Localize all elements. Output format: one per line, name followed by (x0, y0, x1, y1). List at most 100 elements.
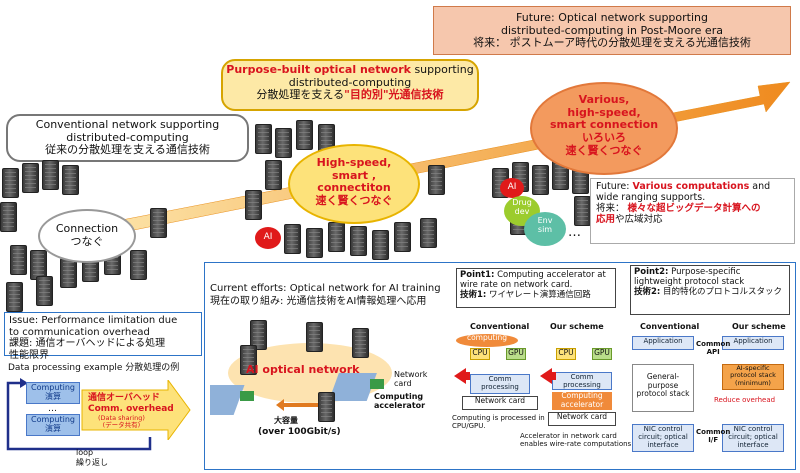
point1-text: Computing accelerator at wire rate on ne… (460, 270, 606, 290)
purpose-built-line2: distributed-computing (288, 75, 412, 89)
point2-box: Point2: Purpose-specific lightweight pro… (630, 265, 790, 315)
connection-jp: つなぐ (70, 234, 104, 248)
purpose-built-box: Purpose-built optical network supporting… (221, 59, 479, 111)
fc-l3-bold: 様々な超ビッグデータ計算への (627, 202, 761, 214)
loop-en: loop (76, 448, 94, 457)
high-speed-line3: connectiton (317, 181, 391, 195)
scheme1-conventional-label: Conventional (470, 322, 530, 331)
scheme2-nic-2: NIC control circuit; optical interface (722, 424, 784, 452)
current-efforts-en: Current efforts: Optical network for AI … (210, 283, 441, 294)
scheme2-nic-1: NIC control circuit; optical interface (632, 424, 694, 452)
connection-oval: Connection つなぐ (38, 209, 136, 263)
loop-arrow (6, 378, 152, 451)
data-processing-title: Data processing example 分散処理の例 (8, 363, 180, 373)
fc-l2: wide ranging supports. (596, 191, 706, 203)
high-speed-line4: 速く賢くつなぐ (315, 193, 393, 207)
purpose-built-rest: supporting (410, 63, 474, 76)
overhead-en: Comm. overhead (88, 404, 174, 414)
point2-title: Point2: (634, 267, 669, 277)
scheme1-our-label: Our scheme (550, 322, 604, 331)
point1-title: Point1: (460, 270, 495, 280)
scheme1-network-card-2: Network card (548, 412, 616, 426)
fc-l1-bold: Various computations (632, 181, 750, 192)
data-sharing: (Data sharing) (データ共有) (98, 414, 145, 430)
loop-jp: 繰り返し (76, 458, 108, 467)
fc-l3-plain: 将来： (596, 202, 628, 214)
issue-l4: 性能限界 (9, 349, 49, 361)
future-line3: 将来： ポストムーア時代の分散処理を支える光通信技術 (473, 36, 751, 50)
various-connection-oval: Various, high-speed, smart connection いろ… (530, 82, 678, 175)
scheme2-common-api: Common API (696, 340, 731, 357)
conventional-line3: 従来の分散処理を支える通信技術 (45, 143, 210, 157)
scheme1-cpu-1: CPU (470, 348, 490, 360)
issue-box: Issue: Performance limitation due to com… (4, 312, 202, 361)
ellipsis: … (568, 225, 581, 240)
ai-network-title: AI optical network (246, 363, 360, 376)
scheme1-computing-acc: Computing accelerator (552, 391, 612, 410)
various-line1: Various, (578, 93, 630, 106)
scheme2-conventional-label: Conventional (640, 322, 700, 331)
point2-text: Purpose-specific lightweight protocol st… (634, 267, 745, 287)
capacity-jp: 大容量 (274, 416, 298, 425)
scheme2-our-label: Our scheme (732, 322, 786, 331)
high-speed-line2: smart , (331, 168, 377, 182)
current-efforts-jp: 現在の取り組み: 光通信技術をAI情報処理へ応用 (210, 296, 427, 307)
scheme1-computing-ellipse: computing (456, 333, 518, 347)
scheme1-note1: Computing is processed in CPU/GPU. (452, 414, 545, 431)
various-line4: いろいろ (582, 130, 626, 144)
fc-l1-rest: and (749, 181, 771, 192)
scheme2-app-2: Application (722, 336, 784, 350)
scheme1-network-card-1: Network card (462, 396, 538, 410)
issue-l3: 課題: 通信オーバヘッドによる処理 (9, 338, 166, 349)
computing-dots: … (48, 404, 57, 414)
issue-l1: Issue: Performance limitation due (9, 315, 178, 326)
various-line3: smart connection (549, 118, 659, 132)
scheme2-ai-stack: AI-specific protocol stack (minimum) (722, 364, 784, 390)
fc-l4-rest: や広域対応 (615, 213, 663, 225)
conventional-line1: Conventional network supporting (35, 118, 220, 131)
point1-jp-label: 技術1: (460, 289, 487, 300)
scheme1-gpu-2: GPU (592, 348, 612, 360)
overhead-jp: 通信オーバヘッド (88, 393, 160, 403)
various-line5: 速く賢くつなぐ (565, 143, 643, 157)
computing-box-2: Computing 演算 (26, 414, 80, 436)
env-sim-dot: Env sim (524, 212, 566, 246)
point2-jp: 目的特化のプロトコルスタック (660, 286, 783, 297)
scheme1-arrows (454, 368, 556, 384)
purpose-built-line3-bold: "目的別"光通信技術 (344, 88, 444, 102)
point2-jp-label: 技術2: (634, 286, 661, 297)
ai-dot-middle: AI (255, 227, 281, 249)
purpose-built-line3-plain: 分散処理を支える (256, 88, 345, 102)
ai-dot-right: AI (500, 178, 524, 198)
scheme2-common-if: Common I/F (696, 428, 731, 445)
future-line2: distributed-computing in Post-Moore era (501, 23, 723, 37)
scheme1-cpu-2: CPU (556, 348, 576, 360)
conventional-line2: distributed-computing (66, 130, 189, 144)
conventional-network-box: Conventional network supporting distribu… (6, 114, 249, 162)
ai-network-illustration (210, 343, 392, 415)
future-network-box: Future: Optical network supporting distr… (433, 6, 791, 55)
scheme1-comm-2: Comm processing (552, 372, 612, 390)
purpose-built-title: Purpose-built optical network (226, 63, 411, 76)
high-speed-oval: High-speed, smart , connectiton 速く賢くつなぐ (288, 144, 420, 224)
computing-box-1: Computing 演算 (26, 382, 80, 404)
point1-box: Point1: Computing accelerator at wire ra… (456, 268, 616, 308)
ai-network-card-label: Network card (394, 370, 428, 389)
ai-computing-acc-label: Computing accelerator (374, 392, 426, 411)
scheme1-gpu-1: GPU (506, 348, 526, 360)
capacity-en: (over 100Gbit/s) (258, 427, 341, 437)
future-computations-box: Future: Various computations and wide ra… (590, 178, 795, 244)
overhead-arrow-shape (81, 380, 191, 440)
scheme2-general-stack: General- purpose protocol stack (632, 364, 694, 412)
scheme2-reduce-overhead: Reduce overhead (714, 396, 776, 404)
various-line2: high-speed, (567, 105, 641, 119)
scheme2-app-1: Application (632, 336, 694, 350)
issue-l2: to communication overhead (9, 326, 150, 338)
fc-l4-bold: 応用 (596, 213, 616, 225)
fc-l1-plain: Future: (596, 181, 633, 192)
high-speed-line1: High-speed, (316, 156, 392, 169)
scheme1-note2: Accelerator in network card enables wire… (520, 432, 634, 449)
point1-jp: ワイヤレート演算通信回路 (486, 289, 591, 300)
future-line1: Future: Optical network supporting (516, 11, 708, 24)
